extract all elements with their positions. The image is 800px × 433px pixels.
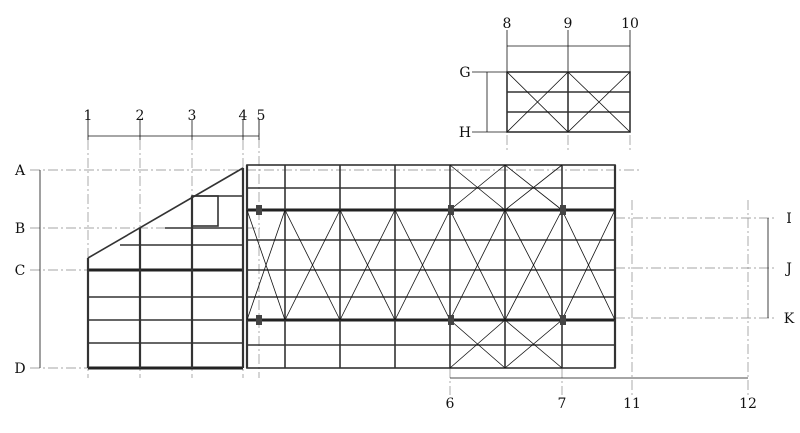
axis-label-1: 1 xyxy=(84,108,93,124)
top-plan-labels: 8 9 10 G H xyxy=(459,16,639,141)
axis-label-8: 8 xyxy=(503,16,512,32)
axis-label-12: 12 xyxy=(739,396,757,412)
axis-label-B: B xyxy=(15,221,25,237)
left-row-labels: A B C D xyxy=(14,163,26,377)
right-row-labels: I J K xyxy=(784,211,795,327)
axis-label-5: 5 xyxy=(257,108,266,124)
axis-label-10: 10 xyxy=(621,16,639,32)
axis-label-K: K xyxy=(784,311,795,327)
axis-label-G: G xyxy=(459,65,470,81)
left-column-labels: 1 2 3 4 5 xyxy=(84,108,266,124)
main-framing xyxy=(245,164,617,369)
axis-label-H: H xyxy=(459,125,471,141)
axis-label-C: C xyxy=(15,263,26,279)
axis-label-A: A xyxy=(14,163,26,179)
left-wing-framing xyxy=(86,167,245,370)
axis-label-2: 2 xyxy=(136,108,145,124)
grid-lines xyxy=(30,120,775,395)
axis-label-9: 9 xyxy=(564,16,573,32)
bottom-column-labels: 6 7 11 12 xyxy=(446,396,757,412)
axis-label-I: I xyxy=(786,211,792,227)
axis-label-6: 6 xyxy=(446,396,455,412)
axis-label-D: D xyxy=(14,361,25,377)
axis-label-3: 3 xyxy=(188,108,197,124)
axis-label-11: 11 xyxy=(623,396,641,412)
axis-label-J: J xyxy=(784,261,792,277)
dimension-lines xyxy=(39,30,769,379)
axis-label-7: 7 xyxy=(558,396,567,412)
top-plan-framing xyxy=(506,71,631,133)
axis-label-4: 4 xyxy=(239,108,248,124)
